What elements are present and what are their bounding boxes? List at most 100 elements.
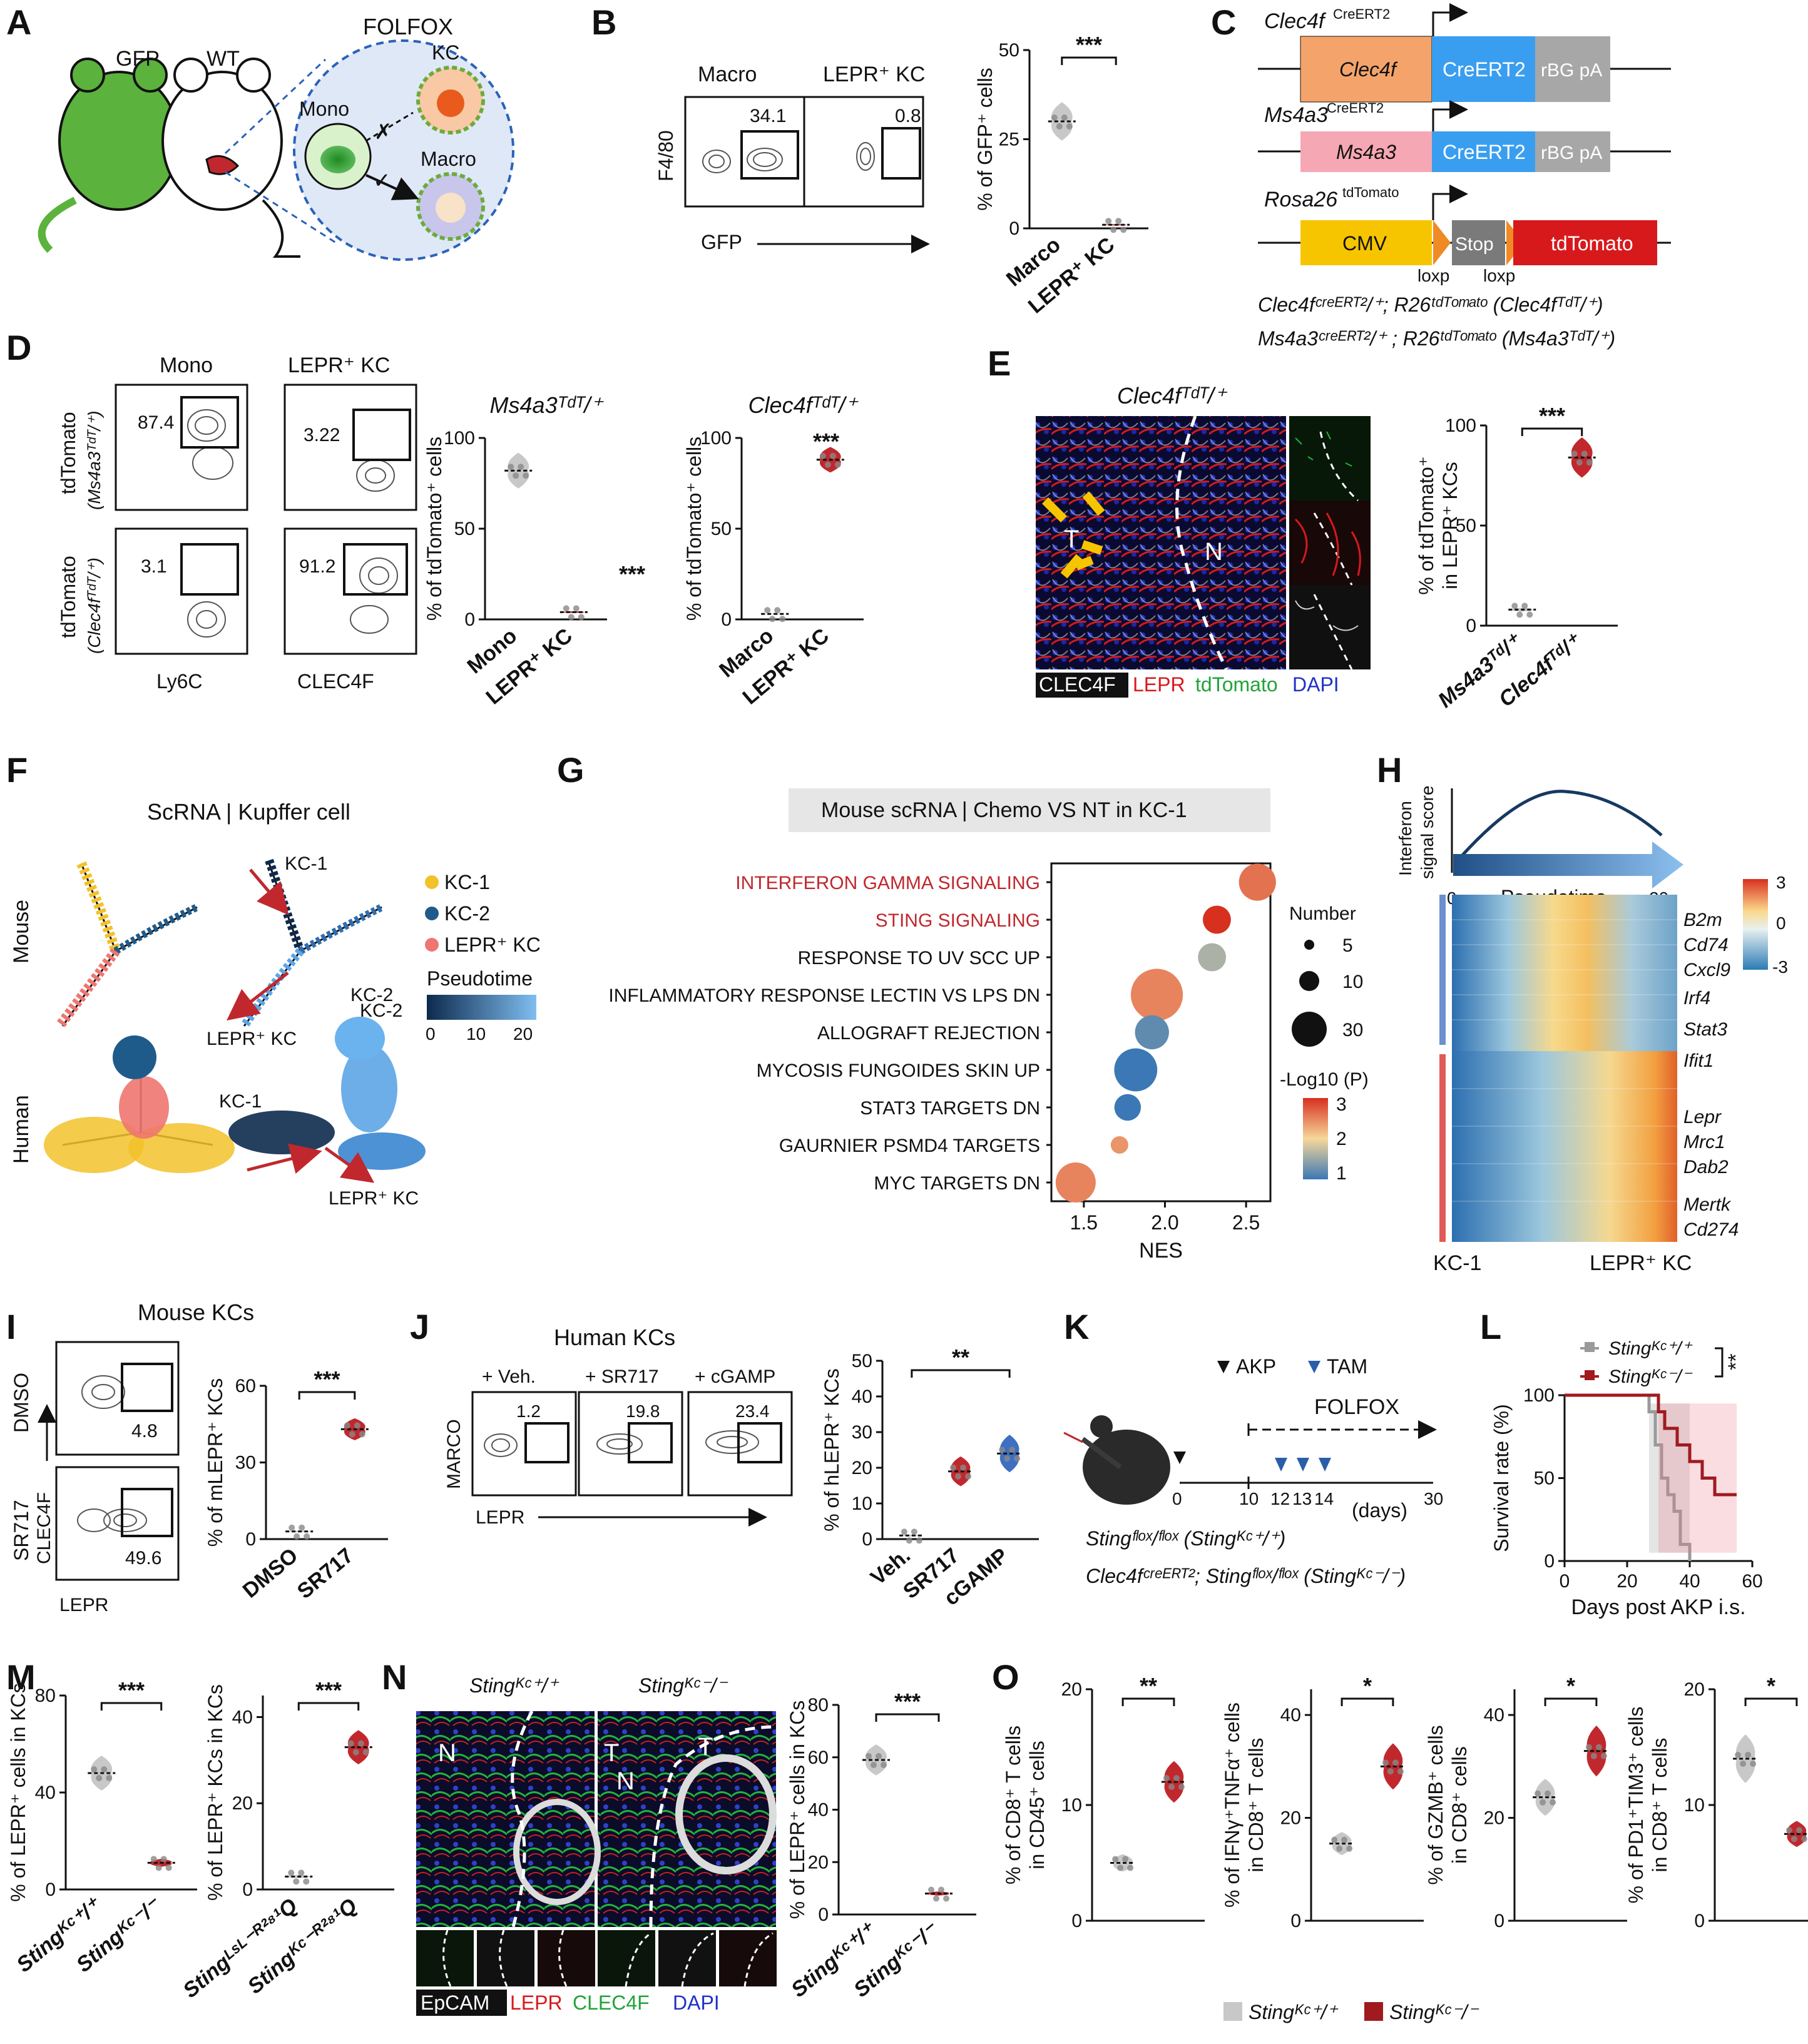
significance-label: * bbox=[1363, 1673, 1372, 1699]
f-title: ScRNA | Kupffer cell bbox=[147, 799, 350, 825]
y-axis-label-2: in CD8⁺ cells bbox=[1448, 1746, 1471, 1864]
panel-d-facs: Mono LEPR⁺ KC 87.4 3.22 3.1 91.2 tdTomat… bbox=[57, 353, 417, 693]
significance-label: *** bbox=[894, 1689, 921, 1714]
n-label-t1: T bbox=[604, 1739, 619, 1767]
significance-bracket bbox=[1544, 1697, 1598, 1706]
y-axis-label-2: in LEPR⁺ KCs bbox=[1439, 462, 1461, 589]
y-tick-label: 30 bbox=[235, 1453, 256, 1473]
significance-label: *** bbox=[314, 1366, 340, 1392]
col-mono: Mono bbox=[160, 353, 213, 377]
box-stop: Stop bbox=[1455, 234, 1494, 255]
panel-n-microscopy: Stingᴷᶜ⁺/⁺ Stingᴷᶜ⁻/⁻ N T N T EpCAM LEPR… bbox=[416, 1674, 777, 2016]
data-point bbox=[1178, 1784, 1185, 1790]
y-tick-label: 20 bbox=[1484, 1808, 1504, 1829]
y-tick-label: 0 bbox=[818, 1904, 829, 1925]
y-axis-label: % of mLEPR⁺ KCs bbox=[204, 1378, 227, 1547]
y-axis-label-2: in CD8⁺ T cells bbox=[1245, 1738, 1267, 1873]
y-tick-label: 20 bbox=[1280, 1808, 1301, 1829]
j-title: Human KCs bbox=[554, 1325, 675, 1350]
panel-letter-m: M bbox=[6, 1657, 36, 1697]
k-akp-label: AKP bbox=[1236, 1355, 1276, 1378]
significance-bracket bbox=[911, 1369, 1011, 1378]
l-legend-ko: Stingᴷᶜ⁻/⁻ bbox=[1608, 1366, 1693, 1387]
g-color-1: 1 bbox=[1336, 1163, 1347, 1184]
panel-h: Interferon signal score 0 Pseudotime 20 … bbox=[1396, 786, 1788, 1275]
y-axis-label: % of hLEPR⁺ KCs bbox=[820, 1368, 843, 1532]
category-label: SR717 bbox=[293, 1543, 358, 1604]
data-point bbox=[96, 1775, 103, 1781]
data-point bbox=[1590, 1752, 1597, 1759]
svg-text:✓: ✓ bbox=[373, 169, 391, 193]
j-gate-sr717: 19.8 bbox=[626, 1401, 660, 1421]
chart-title: Clec4fᵀᵈᵀ/⁺ bbox=[748, 392, 859, 418]
data-point bbox=[999, 1447, 1006, 1453]
data-point bbox=[1550, 1799, 1556, 1806]
h-scale-3: 3 bbox=[1776, 873, 1786, 892]
dot bbox=[1114, 1048, 1158, 1092]
pathway-label: STING SIGNALING bbox=[876, 910, 1040, 931]
j-col-cgamp: + cGAMP bbox=[695, 1366, 775, 1387]
y-tick-label: 50 bbox=[852, 1351, 872, 1371]
x-tick-label: 2.0 bbox=[1151, 1211, 1178, 1234]
data-point bbox=[568, 614, 575, 621]
f-pt-10: 10 bbox=[466, 1024, 486, 1044]
dot bbox=[1203, 905, 1231, 934]
y-axis-label: % of tdTomato⁺ cells bbox=[423, 437, 446, 621]
significance-label: *** bbox=[1539, 403, 1565, 429]
construct-1-name: Clec4f bbox=[1264, 9, 1327, 33]
h-gene-labels: B2m Cd74 Cxcl9 Irf4 Stat3 Ifit1 Lepr Mrc… bbox=[1683, 910, 1739, 1240]
j-col-veh: + Veh. bbox=[482, 1366, 536, 1387]
gate-value-2: 0.8 bbox=[895, 106, 921, 126]
data-point bbox=[1540, 1799, 1546, 1806]
x-tick-label: 40 bbox=[1679, 1571, 1700, 1592]
gate-d-21: 3.1 bbox=[141, 556, 167, 577]
data-point bbox=[523, 472, 529, 479]
gene-cxcl9: Cxcl9 bbox=[1683, 960, 1730, 980]
x-axis-label: Days post AKP i.s. bbox=[1571, 1595, 1745, 1619]
y-tick-label: 50 bbox=[1456, 516, 1476, 536]
xlabel-clec4f: CLEC4F bbox=[297, 670, 374, 693]
data-point bbox=[1117, 1864, 1124, 1871]
y-tick-label: 100 bbox=[444, 428, 475, 449]
pathway-label: STAT3 TARGETS DN bbox=[860, 1098, 1040, 1119]
e-legend-clec4f: CLEC4F bbox=[1039, 673, 1116, 696]
liver-icon bbox=[205, 155, 240, 175]
y-tick-label: 80 bbox=[35, 1686, 56, 1706]
significance-bracket bbox=[875, 1713, 940, 1722]
construct-1-sup: CreERT2 bbox=[1333, 6, 1390, 22]
data-point bbox=[293, 1878, 300, 1885]
significance-label: *** bbox=[813, 429, 839, 454]
data-point bbox=[774, 607, 781, 614]
confidence-band bbox=[1658, 1403, 1737, 1553]
data-point bbox=[1004, 1455, 1011, 1462]
data-point bbox=[298, 1869, 305, 1876]
significance-bracket bbox=[100, 1702, 163, 1711]
g-size-legend-title: Number bbox=[1289, 903, 1356, 924]
svg-text:✗: ✗ bbox=[374, 120, 392, 144]
data-point bbox=[866, 1752, 872, 1759]
data-point bbox=[160, 1856, 167, 1863]
n-image-ko bbox=[598, 1711, 776, 1927]
significance-label: * bbox=[1767, 1673, 1775, 1699]
data-point bbox=[573, 605, 580, 612]
data-point bbox=[871, 1761, 877, 1768]
f-human-lepr: LEPR⁺ KC bbox=[329, 1188, 419, 1209]
y-tick-label: 60 bbox=[235, 1376, 256, 1396]
data-point bbox=[563, 605, 569, 612]
n-legend-clec4f: CLEC4F bbox=[573, 1991, 650, 2014]
data-point bbox=[150, 1856, 157, 1863]
y-tick-label: 0 bbox=[1694, 1911, 1705, 1931]
data-point bbox=[1163, 1775, 1170, 1781]
row-sub-2: (Clec4fᵀᵈᵀ/⁺) bbox=[84, 557, 104, 654]
data-point bbox=[824, 461, 831, 468]
l-significance: ** bbox=[1724, 1354, 1748, 1370]
wt-mouse-body bbox=[161, 71, 283, 211]
h-scale-neg3: -3 bbox=[1772, 957, 1788, 977]
col-label-macro: Macro bbox=[698, 63, 757, 86]
facs-ylabel: F4/80 bbox=[655, 130, 677, 181]
panel-f-trajectories: ScRNA | Kupffer cell Mouse Human KC-1 KC… bbox=[9, 799, 541, 1209]
y-axis-label: % of LEPR⁺ cells in KCs bbox=[786, 1701, 809, 1919]
y-tick-label: 20 bbox=[1061, 1679, 1082, 1700]
